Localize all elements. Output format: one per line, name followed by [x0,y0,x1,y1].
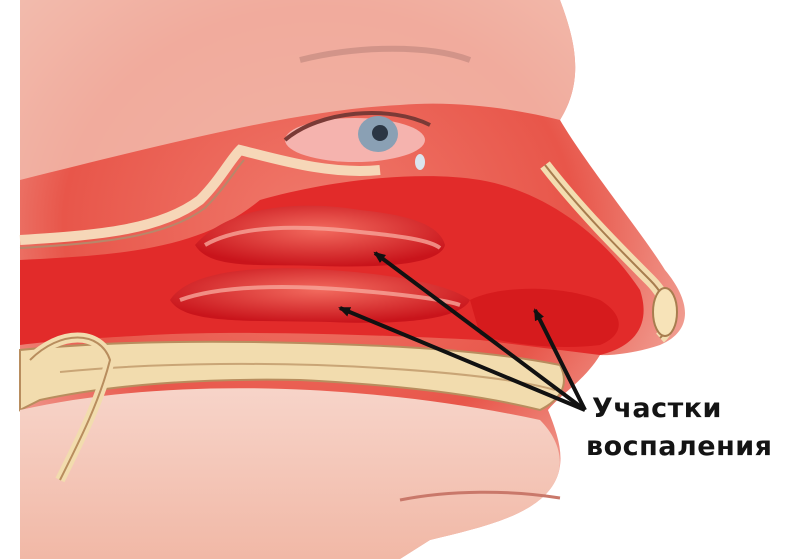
nose-tip [653,288,677,336]
tear-drop [415,154,425,170]
annotation-label-line1: Участки [592,393,722,424]
annotation-label-line2: воспаления [586,431,773,462]
eye-pupil [372,125,388,141]
lower-face-skin [20,388,560,559]
